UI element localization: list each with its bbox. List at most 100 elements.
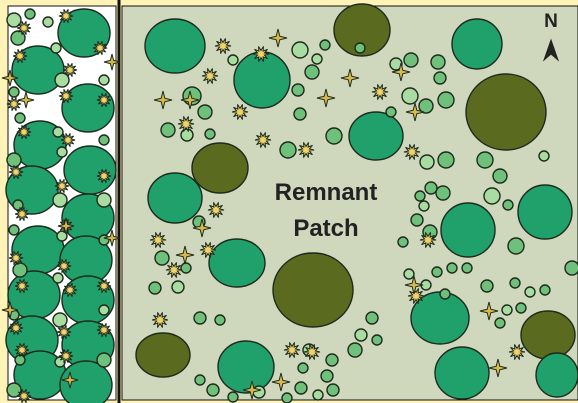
burst-icon <box>96 169 112 183</box>
burst-icon <box>297 142 315 158</box>
shrub <box>494 317 506 329</box>
burst-icon <box>165 262 183 278</box>
burst-icon <box>231 104 249 120</box>
shrub <box>160 122 176 138</box>
shrub <box>98 304 110 316</box>
star-icon <box>103 229 121 247</box>
shrub <box>311 53 323 65</box>
burst-icon <box>177 116 195 132</box>
shrub <box>403 52 419 68</box>
shrub <box>538 150 550 162</box>
shrub <box>365 311 379 325</box>
shrub <box>180 262 192 274</box>
burst-icon <box>149 232 167 248</box>
shrub <box>279 141 297 159</box>
shrub <box>385 106 397 118</box>
burst-icon <box>16 125 32 139</box>
shrub <box>354 42 366 54</box>
shrub <box>354 328 368 342</box>
burst-icon <box>60 133 76 147</box>
large-tree <box>440 202 496 258</box>
shrub <box>194 374 206 386</box>
shrub <box>461 262 473 274</box>
burst-icon <box>303 344 321 360</box>
star-icon <box>268 28 288 48</box>
shrub <box>6 382 22 398</box>
shrub <box>12 199 24 211</box>
shrub <box>312 389 324 401</box>
burst-icon <box>214 38 232 54</box>
shrub <box>389 57 403 71</box>
large-tree <box>63 145 117 195</box>
shrub <box>171 280 185 294</box>
shrub <box>304 64 320 80</box>
shrub <box>480 279 494 293</box>
shrub <box>56 230 68 242</box>
burst-icon <box>96 93 112 107</box>
shrub <box>325 353 339 367</box>
shrub <box>507 237 525 255</box>
shrub <box>502 199 514 211</box>
star-icon <box>404 275 424 295</box>
large-tree <box>434 346 490 400</box>
burst-icon <box>58 349 74 363</box>
burst-icon <box>58 89 74 103</box>
burst-icon <box>14 343 30 357</box>
patch-label-line1: Remnant <box>275 179 378 206</box>
burst-icon <box>58 9 74 23</box>
star-icon <box>192 218 212 238</box>
star-icon <box>180 90 200 110</box>
shrub <box>437 151 455 169</box>
shrub <box>509 277 521 289</box>
shrub <box>206 383 220 397</box>
mature-tree <box>191 142 249 194</box>
shrub <box>431 266 443 278</box>
burst-icon <box>54 179 70 193</box>
shrub <box>326 383 340 397</box>
burst-icon <box>419 232 437 248</box>
shrub <box>148 281 162 295</box>
star-icon <box>488 358 508 378</box>
burst-icon <box>56 325 72 339</box>
shrub <box>418 200 430 212</box>
shrub <box>492 168 508 184</box>
burst-icon <box>407 288 425 304</box>
burst-icon <box>201 68 219 84</box>
large-tree <box>348 111 404 161</box>
shrub <box>8 86 20 98</box>
burst-icon <box>92 41 108 55</box>
shrub <box>446 262 458 274</box>
star-icon <box>405 102 425 122</box>
vegetation-marks <box>1 3 578 403</box>
shrub <box>439 288 451 300</box>
burst-icon <box>8 251 24 265</box>
shrub <box>12 262 28 278</box>
shrub <box>430 54 446 70</box>
shrub <box>98 234 110 246</box>
large-tree <box>147 172 203 224</box>
shrub <box>325 127 343 145</box>
large-tree <box>451 18 503 70</box>
shrub <box>291 83 305 97</box>
shrub <box>433 71 447 85</box>
shrub <box>397 236 409 248</box>
burst-icon <box>8 165 24 179</box>
burst-icon <box>252 46 270 62</box>
mature-tree <box>333 3 391 57</box>
shrub <box>524 286 536 298</box>
shrub <box>419 154 435 170</box>
large-tree <box>535 352 578 398</box>
burst-icon <box>62 63 78 77</box>
large-tree <box>61 83 115 133</box>
burst-icon <box>16 21 32 35</box>
shrub <box>564 260 578 276</box>
shrub <box>227 391 239 403</box>
shrub <box>476 151 494 169</box>
shrub <box>414 190 426 202</box>
shrub <box>435 185 451 201</box>
large-tree <box>59 360 113 403</box>
star-icon <box>17 91 35 109</box>
shrub <box>319 39 331 51</box>
shrub <box>515 302 527 314</box>
shrub <box>197 104 213 120</box>
